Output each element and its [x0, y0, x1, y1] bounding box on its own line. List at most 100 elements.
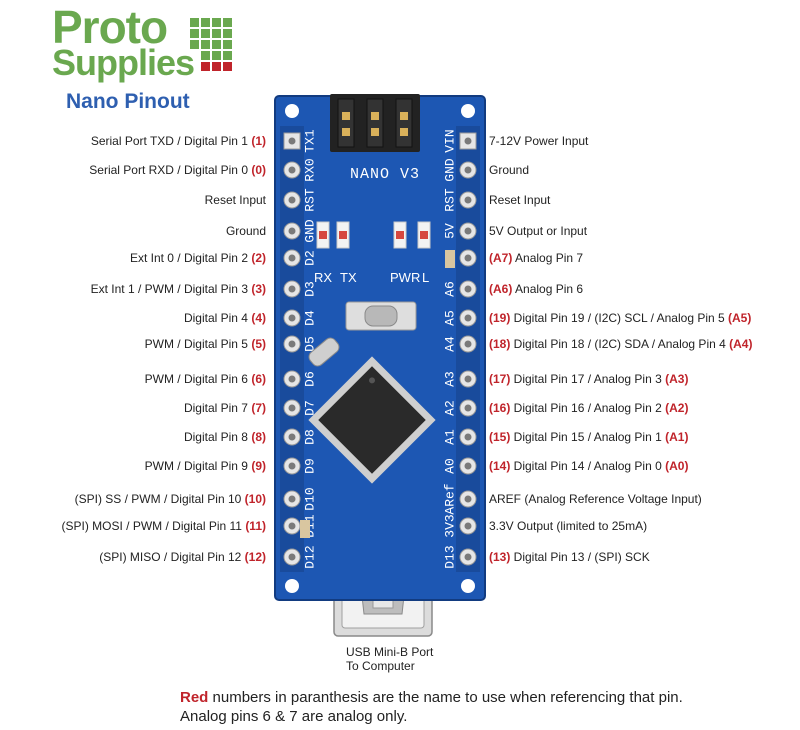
pin-hole	[288, 166, 296, 174]
pin-silk-label-tx1: TX1	[302, 129, 317, 153]
left-pin-label: Serial Port TXD / Digital Pin 1 (1)	[91, 134, 266, 148]
pin-hole	[288, 522, 296, 530]
pin-silk-label-a1: A1	[442, 429, 457, 445]
analog-reference-number: (A2)	[665, 401, 689, 415]
pin-silk-label-a3: A3	[442, 371, 457, 387]
pin-hole	[464, 227, 472, 235]
left-pin-label: (SPI) SS / PWM / Digital Pin 10 (10)	[75, 492, 266, 506]
usb-caption-line2: To Computer	[346, 659, 415, 673]
pin-hole	[464, 166, 472, 174]
left-pin-label: Serial Port RXD / Digital Pin 0 (0)	[89, 163, 266, 177]
pin-description: (SPI) SS / PWM / Digital Pin 10	[74, 492, 245, 506]
pin-description: Ext Int 0 / Digital Pin 2	[129, 251, 252, 265]
pin-silk-label-a6: A6	[442, 281, 457, 297]
pin-reference-number: (6)	[251, 372, 266, 386]
mounting-hole	[461, 104, 475, 118]
pin-silk-label-d6: D6	[302, 371, 317, 387]
right-pin-label: (18) Digital Pin 18 / (I2C) SDA / Analog…	[489, 337, 752, 351]
pin-hole	[288, 553, 296, 561]
left-pin-label: Ext Int 0 / Digital Pin 2 (2)	[130, 251, 266, 265]
pin-description: Reset Input	[489, 193, 551, 207]
led-label-tx: TX	[340, 270, 357, 285]
pin-silk-label-d3: D3	[302, 281, 317, 297]
pin-hole	[288, 340, 296, 348]
pin-description: 3.3V Output (limited to 25mA)	[489, 519, 648, 533]
footer-line1: Red numbers in paranthesis are the name …	[180, 688, 683, 707]
pin-hole	[464, 137, 472, 145]
pin-hole	[464, 404, 472, 412]
pin-reference-number: (17)	[489, 372, 511, 386]
pin-hole	[464, 462, 472, 470]
pin-hole	[288, 404, 296, 412]
pin-description: Analog Pin 7	[512, 251, 584, 265]
led-label-rx: RX	[314, 270, 332, 285]
pin-description: Ground	[225, 224, 266, 238]
pin-silk-label-5v: 5V	[442, 223, 457, 239]
pin-silk-label-d5: D5	[302, 336, 317, 352]
pin-hole	[288, 285, 296, 293]
pin-reference-number: (A6)	[489, 282, 513, 296]
pin-hole	[288, 254, 296, 262]
left-pin-label: PWM / Digital Pin 5 (5)	[145, 337, 266, 351]
pin-reference-number: (3)	[251, 282, 266, 296]
pin-silk-label-d9: D9	[302, 458, 317, 474]
analog-reference-number: (A4)	[729, 337, 753, 351]
pin-silk-label-a0: A0	[442, 458, 457, 474]
right-pin-label: (14) Digital Pin 14 / Analog Pin 0 (A0)	[489, 459, 688, 473]
crystal-oscillator	[308, 337, 340, 367]
pin-description: Serial Port TXD / Digital Pin 1	[90, 134, 252, 148]
pin-hole	[464, 285, 472, 293]
left-pin-label: (SPI) MOSI / PWM / Digital Pin 11 (11)	[61, 519, 266, 533]
left-pin-label: (SPI) MISO / Digital Pin 12 (12)	[99, 550, 266, 564]
pin-description: Digital Pin 8	[183, 430, 252, 444]
pin-hole	[288, 314, 296, 322]
icsp-header	[330, 94, 420, 152]
pin-reference-number: (1)	[251, 134, 266, 148]
right-pin-label: (16) Digital Pin 16 / Analog Pin 2 (A2)	[489, 401, 688, 415]
right-pin-header: VINGNDRST5VA7A6A5A4A3A2A1A0ARef3V3D13	[442, 126, 480, 572]
pin-hole	[464, 522, 472, 530]
status-leds	[316, 221, 431, 249]
pin-hole	[464, 553, 472, 561]
right-pin-label: AREF (Analog Reference Voltage Input)	[489, 492, 702, 506]
pin-silk-label-d13: D13	[442, 545, 457, 568]
pin-description: Digital Pin 18 / (I2C) SDA / Analog Pin …	[510, 337, 730, 351]
pin-description: (SPI) MISO / Digital Pin 12	[99, 550, 245, 564]
usb-port-caption: USB Mini-B Port To Computer	[346, 645, 433, 673]
pin-hole	[288, 375, 296, 383]
pin-hole	[288, 433, 296, 441]
pin-hole	[464, 433, 472, 441]
analog-reference-number: (A1)	[665, 430, 689, 444]
pin-description: Digital Pin 16 / Analog Pin 2	[510, 401, 666, 415]
pin-silk-label-d10: D10	[302, 487, 317, 510]
pin-silk-label-d4: D4	[302, 310, 317, 326]
pin-reference-number: (15)	[489, 430, 511, 444]
left-pin-header: TX1RX0RSTGNDD2D3D4D5D6D7D8D9D10D11D12	[280, 126, 317, 572]
pin-reference-number: (0)	[251, 163, 266, 177]
pin-hole	[464, 254, 472, 262]
pin-reference-number: (2)	[251, 251, 266, 265]
pin-reference-number: (12)	[244, 550, 266, 564]
logo-word-proto: Proto	[52, 1, 168, 53]
pin-description: Digital Pin 15 / Analog Pin 1	[510, 430, 666, 444]
pin-description: Digital Pin 17 / Analog Pin 3	[510, 372, 666, 386]
pin-silk-label-rx0: RX0	[302, 158, 317, 181]
pin-description: Digital Pin 4	[183, 311, 252, 325]
smd-component	[445, 250, 455, 268]
pin-silk-label-gnd: GND	[442, 158, 457, 182]
pin-description: Reset Input	[204, 193, 266, 207]
pin-description: Analog Pin 6	[512, 282, 584, 296]
pin-hole	[464, 196, 472, 204]
pin-silk-label-rst: RST	[442, 188, 457, 212]
left-pin-label: Ext Int 1 / PWM / Digital Pin 3 (3)	[91, 282, 266, 296]
pin-reference-number: (10)	[244, 492, 266, 506]
pin-description: 5V Output or Input	[489, 224, 588, 238]
pin-hole	[464, 495, 472, 503]
footer-line1-text: numbers in paranthesis are the name to u…	[208, 689, 683, 706]
right-pin-label: Ground	[489, 163, 529, 177]
pin-hole	[464, 375, 472, 383]
footer-red-word: Red	[180, 689, 209, 706]
pin-description: 7-12V Power Input	[489, 134, 589, 148]
pin-reference-number: (4)	[251, 311, 266, 325]
